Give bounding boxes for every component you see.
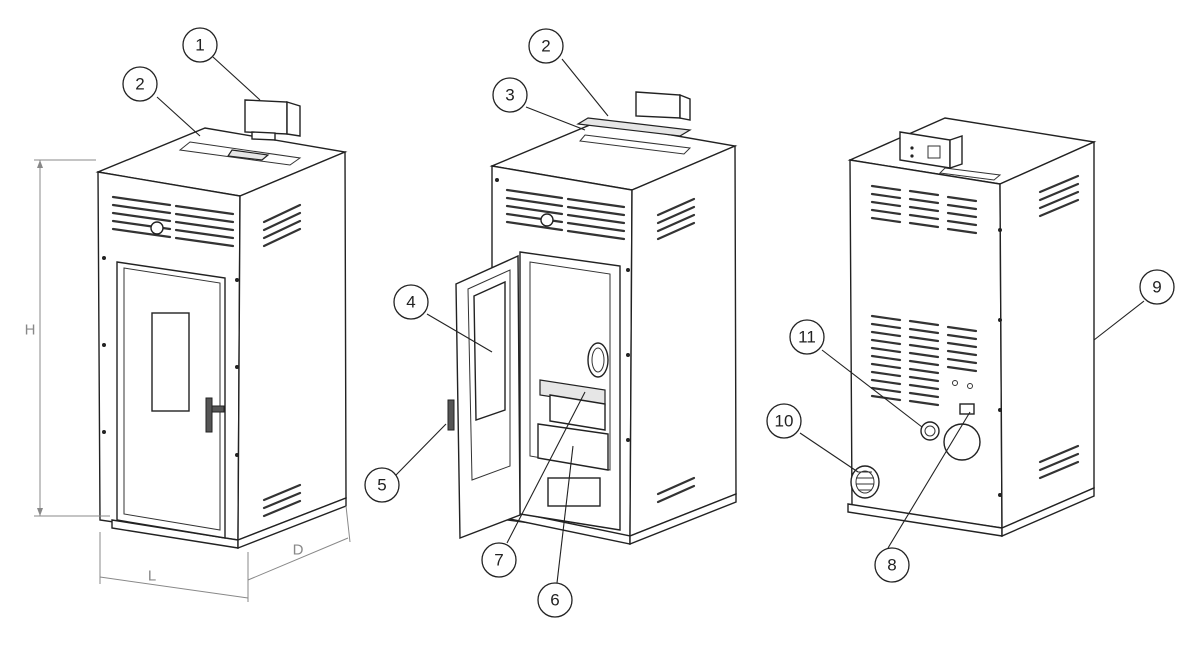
stove-rear-view <box>847 117 1097 538</box>
svg-text:7: 7 <box>494 551 503 570</box>
svg-text:8: 8 <box>887 556 896 575</box>
callout-4: 4 <box>393 284 429 320</box>
svg-text:9: 9 <box>1152 278 1161 297</box>
dimension-lines: H L D <box>25 159 351 602</box>
svg-text:10: 10 <box>775 412 794 431</box>
svg-text:5: 5 <box>377 476 386 495</box>
depth-label: D <box>293 542 304 559</box>
length-label: L <box>148 568 156 585</box>
callout-6: 6 <box>537 582 573 618</box>
svg-text:11: 11 <box>798 328 816 347</box>
svg-text:6: 6 <box>550 591 559 610</box>
callout-2-middle: 2 <box>528 28 564 64</box>
callout-11: 11 <box>789 319 825 355</box>
height-label: H <box>25 322 36 339</box>
callout-3: 3 <box>492 77 528 113</box>
stove-open-view <box>447 91 738 546</box>
svg-text:3: 3 <box>505 86 514 105</box>
callout-2-left: 2 <box>122 66 158 102</box>
svg-text:2: 2 <box>541 37 550 56</box>
stove-front-view <box>95 99 348 550</box>
callout-5: 5 <box>364 467 400 503</box>
callout-1: 1 <box>182 27 218 63</box>
callout-8: 8 <box>874 547 910 583</box>
svg-text:4: 4 <box>406 293 415 312</box>
callout-10: 10 <box>766 403 802 439</box>
svg-text:2: 2 <box>135 75 144 94</box>
callout-9: 9 <box>1139 269 1175 305</box>
callout-7: 7 <box>481 542 517 578</box>
callout-leaders <box>156 56 1145 584</box>
svg-text:1: 1 <box>195 36 204 55</box>
